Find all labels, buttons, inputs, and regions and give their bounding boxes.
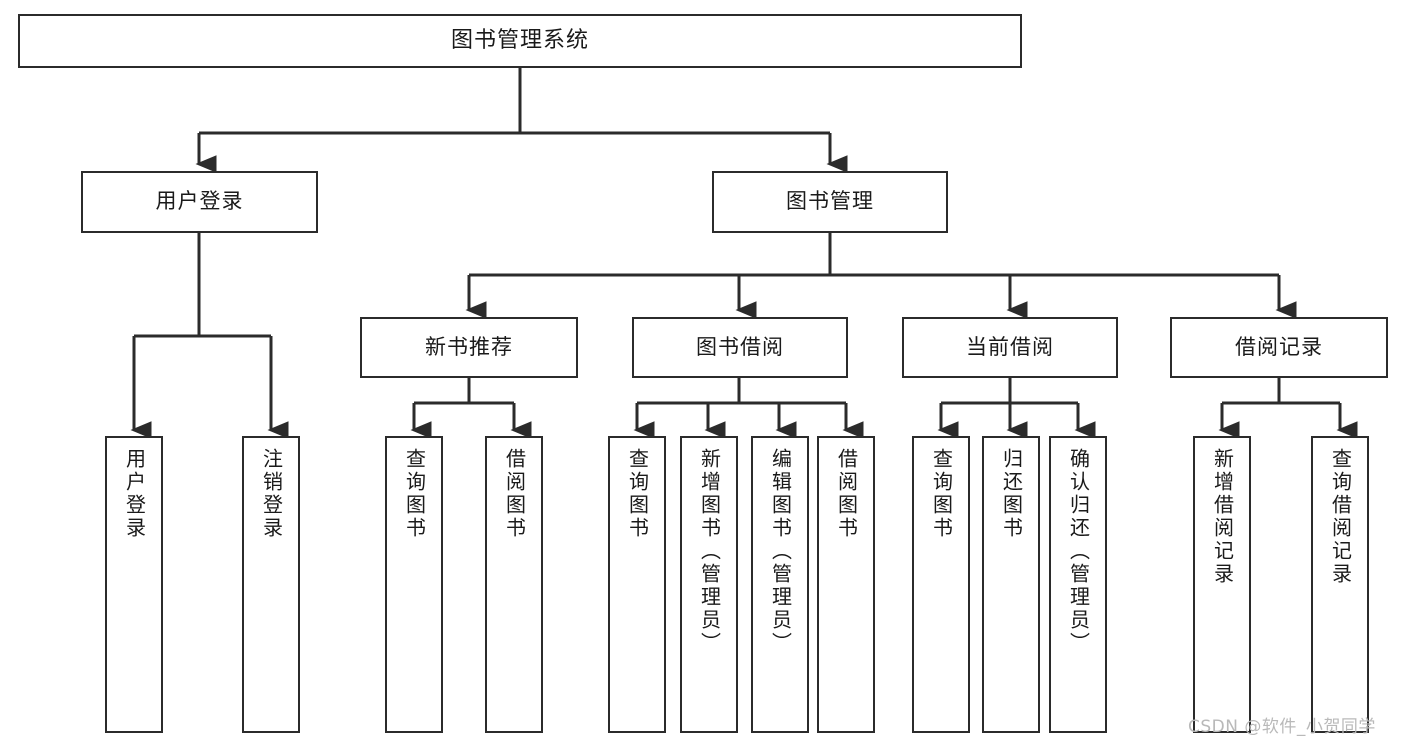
node-user-login[interactable]: 用户登录 <box>81 171 318 233</box>
leaf-label: 确认归还（管理员） <box>1066 448 1091 655</box>
leaf-label: 借阅图书 <box>502 448 527 540</box>
leaf-user-login-logout[interactable]: 注销登录 <box>242 436 300 733</box>
node-root-book-management-system[interactable]: 图书管理系统 <box>18 14 1022 68</box>
leaf-borrow-record-add-record[interactable]: 新增借阅记录 <box>1193 436 1251 733</box>
leaf-label: 查询图书 <box>929 448 954 540</box>
leaf-label: 查询图书 <box>625 448 650 540</box>
leaf-label: 用户登录 <box>122 448 147 540</box>
leaf-label: 注销登录 <box>259 448 284 540</box>
leaf-label: 编辑图书（管理员） <box>768 448 793 655</box>
leaf-new-book-borrow-book[interactable]: 借阅图书 <box>485 436 543 733</box>
leaf-current-borrow-query-book[interactable]: 查询图书 <box>912 436 970 733</box>
leaf-current-borrow-return-book[interactable]: 归还图书 <box>982 436 1040 733</box>
leaf-label: 查询借阅记录 <box>1328 448 1353 586</box>
node-book-borrowing[interactable]: 图书借阅 <box>632 317 848 378</box>
node-new-book-recommendation[interactable]: 新书推荐 <box>360 317 578 378</box>
leaf-book-borrow-add-book-admin[interactable]: 新增图书（管理员） <box>680 436 738 733</box>
node-borrowing-record[interactable]: 借阅记录 <box>1170 317 1388 378</box>
leaf-book-borrow-query-book[interactable]: 查询图书 <box>608 436 666 733</box>
leaf-label: 归还图书 <box>999 448 1024 540</box>
leaf-borrow-record-query-record[interactable]: 查询借阅记录 <box>1311 436 1369 733</box>
node-current-borrowing[interactable]: 当前借阅 <box>902 317 1118 378</box>
leaf-user-login-login[interactable]: 用户登录 <box>105 436 163 733</box>
leaf-book-borrow-borrow-book[interactable]: 借阅图书 <box>817 436 875 733</box>
csdn-watermark: CSDN @软件_小贺同学 <box>1188 717 1376 737</box>
leaf-label: 借阅图书 <box>834 448 859 540</box>
leaf-current-borrow-confirm-return-admin[interactable]: 确认归还（管理员） <box>1049 436 1107 733</box>
leaf-label: 新增借阅记录 <box>1210 448 1235 586</box>
leaf-label: 查询图书 <box>402 448 427 540</box>
leaf-book-borrow-edit-book-admin[interactable]: 编辑图书（管理员） <box>751 436 809 733</box>
leaf-new-book-query-book[interactable]: 查询图书 <box>385 436 443 733</box>
leaf-label: 新增图书（管理员） <box>697 448 722 655</box>
node-book-management[interactable]: 图书管理 <box>712 171 948 233</box>
